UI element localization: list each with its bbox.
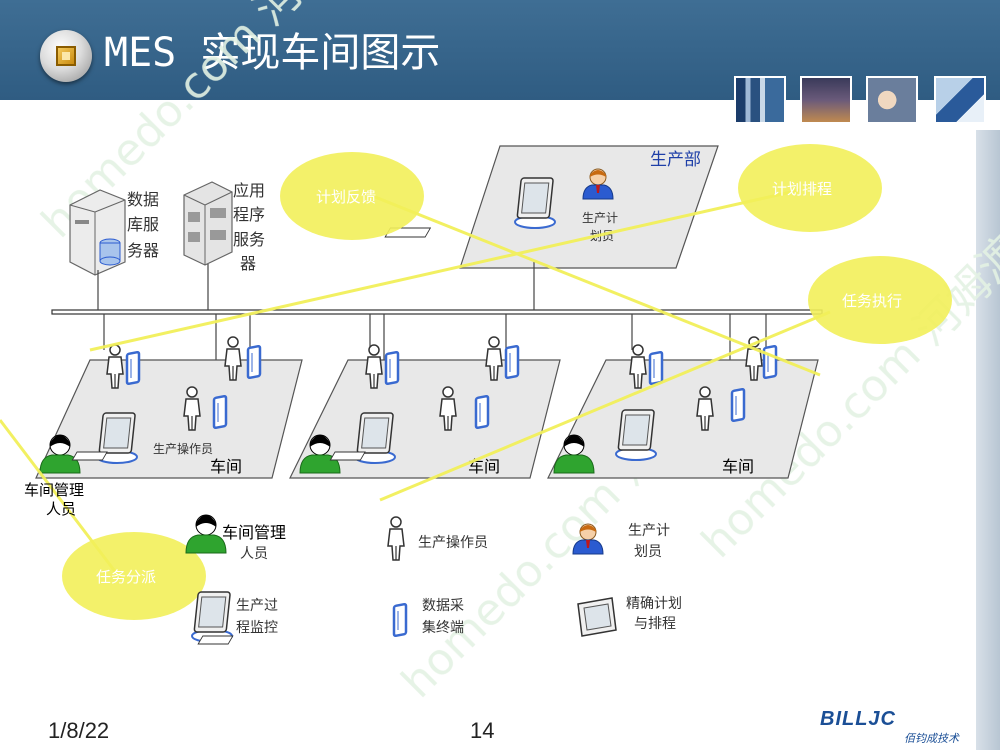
manager-label-2: 人员 bbox=[46, 500, 76, 518]
title-bullet-icon bbox=[40, 30, 92, 82]
slide-title: MES 实现车间图示 bbox=[104, 30, 441, 76]
production-dept-label: 生产部 bbox=[650, 150, 701, 170]
legend-monitor-label-2: 程监控 bbox=[236, 620, 278, 636]
legend-monitor: 生产过 程监控 bbox=[191, 591, 278, 643]
legend-operator: 生产操作员 bbox=[387, 516, 488, 561]
planner-label-1: 生产计 bbox=[582, 211, 618, 225]
legend-terminal-label-1: 数据采 bbox=[422, 598, 464, 614]
slide-date: 1/8/22 bbox=[48, 718, 110, 743]
app-server-label-4: 器 bbox=[240, 254, 256, 273]
legend-planner-label-2: 划员 bbox=[634, 544, 662, 560]
app-server-label-2: 程序 bbox=[233, 205, 265, 224]
legend-manager-label-2: 人员 bbox=[240, 546, 268, 562]
bubble-plan-schedule: 计划排程 bbox=[738, 144, 882, 232]
header-photo-3 bbox=[866, 76, 918, 124]
production-dept: 生产部 生产计 划员 bbox=[384, 145, 719, 269]
header-photo-4 bbox=[934, 76, 986, 124]
legend-terminal-label-2: 集终端 bbox=[422, 619, 464, 636]
app-server: 应用 程序 服务 器 bbox=[183, 181, 265, 273]
legend: 车间管理 人员 生产操作员 生产计 划员 生产过 程监控 数据采 集终端 精确计 bbox=[185, 514, 682, 645]
production-dept-plate bbox=[459, 145, 719, 269]
legend-planner-label-1: 生产计 bbox=[628, 523, 670, 539]
brand-logo-text: BILLJC bbox=[820, 708, 896, 730]
right-decor-bar bbox=[976, 130, 1000, 750]
bubble-task-dispatch-label: 任务分派 bbox=[96, 568, 156, 586]
bubble-plan-feedback-label: 计划反馈 bbox=[316, 188, 376, 206]
legend-manager-label-1: 车间管理 bbox=[222, 523, 286, 542]
legend-scheduler-label-1: 精确计划 bbox=[626, 596, 682, 612]
legend-planner: 生产计 划员 bbox=[572, 523, 670, 560]
bubble-task-dispatch: 任务分派 bbox=[62, 532, 206, 620]
legend-scheduler-label-2: 与排程 bbox=[634, 616, 676, 632]
header-photo-1 bbox=[734, 76, 786, 124]
app-server-label-3: 服务 bbox=[233, 230, 265, 249]
workshop-3: 车间 bbox=[329, 336, 819, 479]
workshop-label-1: 车间 bbox=[210, 457, 242, 476]
operator-label: 生产操作员 bbox=[153, 441, 213, 456]
header-photo-2 bbox=[800, 76, 852, 124]
workshop-1: 生产操作员 车间 bbox=[35, 336, 303, 479]
db-server-label-3: 务器 bbox=[127, 241, 159, 260]
db-server: 数据 库服 务器 bbox=[69, 189, 159, 276]
workshop-label-3: 车间 bbox=[722, 457, 754, 476]
manager-label-1: 车间管理 bbox=[24, 481, 84, 499]
db-server-label-1: 数据 bbox=[127, 190, 159, 209]
slide-page-number: 14 bbox=[470, 718, 495, 743]
brand-logo: BILLJC 佰钧成技术 bbox=[812, 708, 972, 748]
db-server-label-2: 库服 bbox=[127, 215, 159, 234]
workshop-2: 车间 bbox=[71, 336, 561, 479]
legend-manager: 车间管理 人员 bbox=[185, 514, 286, 562]
bubble-plan-feedback: 计划反馈 bbox=[280, 152, 424, 240]
title-bar: MES 实现车间图示 bbox=[0, 0, 1000, 124]
workshop-label-2: 车间 bbox=[468, 457, 500, 476]
brand-tagline: 佰钧成技术 bbox=[904, 732, 959, 745]
app-server-label-1: 应用 bbox=[233, 181, 265, 200]
bubble-plan-schedule-label: 计划排程 bbox=[772, 180, 832, 198]
legend-operator-label: 生产操作员 bbox=[418, 535, 488, 551]
legend-monitor-label-1: 生产过 bbox=[236, 598, 278, 614]
bubble-task-execute-label: 任务执行 bbox=[842, 292, 902, 310]
legend-terminal: 数据采 集终端 bbox=[392, 598, 464, 638]
legend-scheduler: 精确计划 与排程 bbox=[197, 596, 682, 645]
bubble-task-execute: 任务执行 bbox=[808, 256, 952, 344]
dept-monitor-icon bbox=[514, 177, 556, 229]
